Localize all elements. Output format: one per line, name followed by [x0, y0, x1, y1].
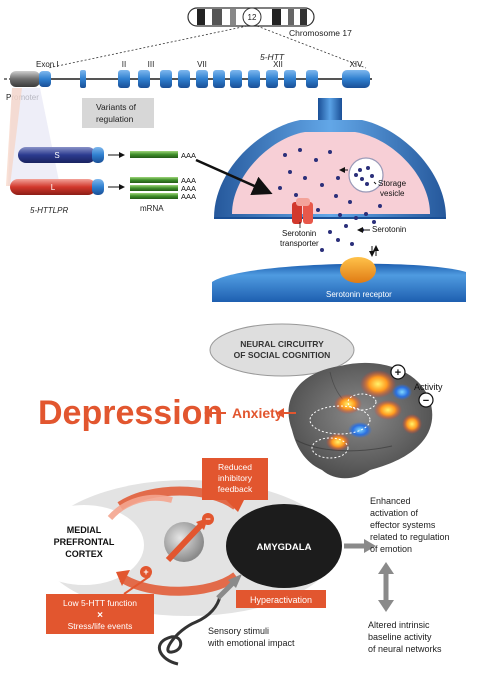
mpfc-line-3: CORTEX — [65, 549, 103, 559]
times-icon: × — [97, 610, 103, 621]
mrna-label: mRNA — [140, 204, 164, 213]
neural-box-line-1: NEURAL CIRCUITRY — [240, 339, 324, 349]
depression-label: Depression — [38, 394, 223, 432]
serotonin-molecules — [278, 148, 382, 252]
neural-circuitry-bubble: NEURAL CIRCUITRY OF SOCIAL COGNITION — [209, 323, 355, 377]
mpfc-line-2: PREFRONTAL — [54, 537, 115, 547]
bottom-feedback-arrow — [119, 572, 239, 596]
postsynaptic-membrane: Serotonin receptor — [212, 257, 466, 302]
reduced-line-2: inhibitory — [218, 473, 253, 483]
gene-name-label: 5-HTT — [260, 52, 285, 62]
hyperactivation-label: Hyperactivation — [250, 595, 312, 605]
sensory-line-1: Sensory stimuli — [208, 626, 269, 636]
enhanced-line-3: effector systems — [370, 520, 436, 530]
storage-vesicle-line-2: vesicle — [380, 189, 405, 198]
sensory-squiggle — [157, 595, 222, 666]
altered-line-2: baseline activity — [368, 632, 432, 642]
activity-minus-icon: − — [423, 395, 429, 407]
chromosome-17: 12 Chromosome 17 — [187, 7, 352, 38]
altered-line-3: of neural networks — [368, 644, 442, 654]
aaa-l-2: AAA — [181, 184, 196, 193]
reduced-line-1: Reduced — [218, 462, 252, 472]
brain-image — [288, 362, 433, 479]
allele-l: L — [10, 179, 104, 195]
mrna-l: AAA AAA AAA — [130, 176, 196, 201]
exon-label-ii: II — [122, 60, 126, 69]
promoter-region — [10, 71, 40, 87]
allele-s: S — [18, 147, 104, 163]
enhanced-line-1: Enhanced — [370, 496, 411, 506]
exon-label-iii: III — [148, 60, 155, 69]
activity-label: Activity — [414, 382, 443, 392]
serotonin-label: Serotonin — [372, 225, 406, 234]
neural-box-line-2: OF SOCIAL COGNITION — [234, 350, 331, 360]
mpfc-line-1: MEDIAL — [67, 525, 102, 535]
variants-line-2: regulation — [96, 114, 134, 124]
gene-5htt: 5-HTT Exon I II III VII XII XIV Promoter — [4, 52, 372, 102]
exon-blocks — [80, 70, 370, 88]
exon-label-xii: XII — [273, 60, 283, 69]
gene-to-synapse-arrow — [195, 158, 273, 196]
mrna-s: AAA — [130, 151, 196, 160]
loop-plus-icon: + — [143, 567, 148, 577]
allele-s-label: S — [54, 151, 59, 160]
httlpr-label: 5-HTTLPR — [30, 206, 68, 215]
aaa-l-3: AAA — [181, 192, 196, 201]
transporter-line-1: Serotonin — [282, 229, 316, 238]
anxiety-label: Anxiety — [232, 405, 283, 421]
hyperactivation-box: Hyperactivation — [236, 590, 326, 608]
altered-line-1: Altered intrinsic — [368, 620, 430, 630]
receptor-label: Serotonin receptor — [326, 290, 392, 299]
low-htt-label: Low 5-HTT function — [63, 598, 137, 608]
exon-label-vii: VII — [197, 60, 207, 69]
storage-vesicle — [348, 157, 384, 193]
activity-plus-icon: + — [395, 367, 401, 379]
variants-of-regulation-box: Variants of regulation — [82, 98, 154, 128]
stress-label: Stress/life events — [68, 621, 133, 631]
sensory-line-2: with emotional impact — [207, 638, 295, 648]
loop-minus-icon: − — [205, 514, 210, 524]
presynaptic-terminal — [214, 98, 446, 219]
exon-label-xiv: XIV — [350, 60, 364, 69]
low-htt-box: Low 5-HTT function × Stress/life events — [46, 594, 154, 634]
center-red-arrow — [165, 521, 205, 563]
storage-vesicle-line-1: Storage — [378, 179, 407, 188]
chromosome-band-label: 12 — [248, 13, 257, 22]
enhanced-line-2: activation of — [370, 508, 419, 518]
variants-line-1: Variants of — [96, 102, 137, 112]
aaa-l-1: AAA — [181, 176, 196, 185]
amygdala-label: AMYGDALA — [257, 542, 312, 553]
activity-legend: + − Activity — [390, 364, 443, 408]
transporter-line-2: transporter — [280, 239, 319, 248]
exon-1 — [39, 71, 51, 87]
amygdala-node: AMYGDALA — [226, 504, 342, 588]
reduced-feedback-box: Reduced inhibitory feedback — [202, 458, 268, 500]
enhanced-line-4: related to regulation — [370, 532, 450, 542]
enhanced-line-5: of emotion — [370, 544, 412, 554]
serotonin-transporter — [292, 198, 313, 224]
chromosome-label: Chromosome 17 — [289, 28, 352, 38]
exon-1-label: Exon I — [36, 60, 59, 69]
aaa-s: AAA — [181, 151, 196, 160]
mpfc-node: MEDIAL PREFRONTAL CORTEX — [24, 505, 144, 585]
allele-l-label: L — [51, 183, 56, 192]
reduced-line-3: feedback — [218, 484, 253, 494]
